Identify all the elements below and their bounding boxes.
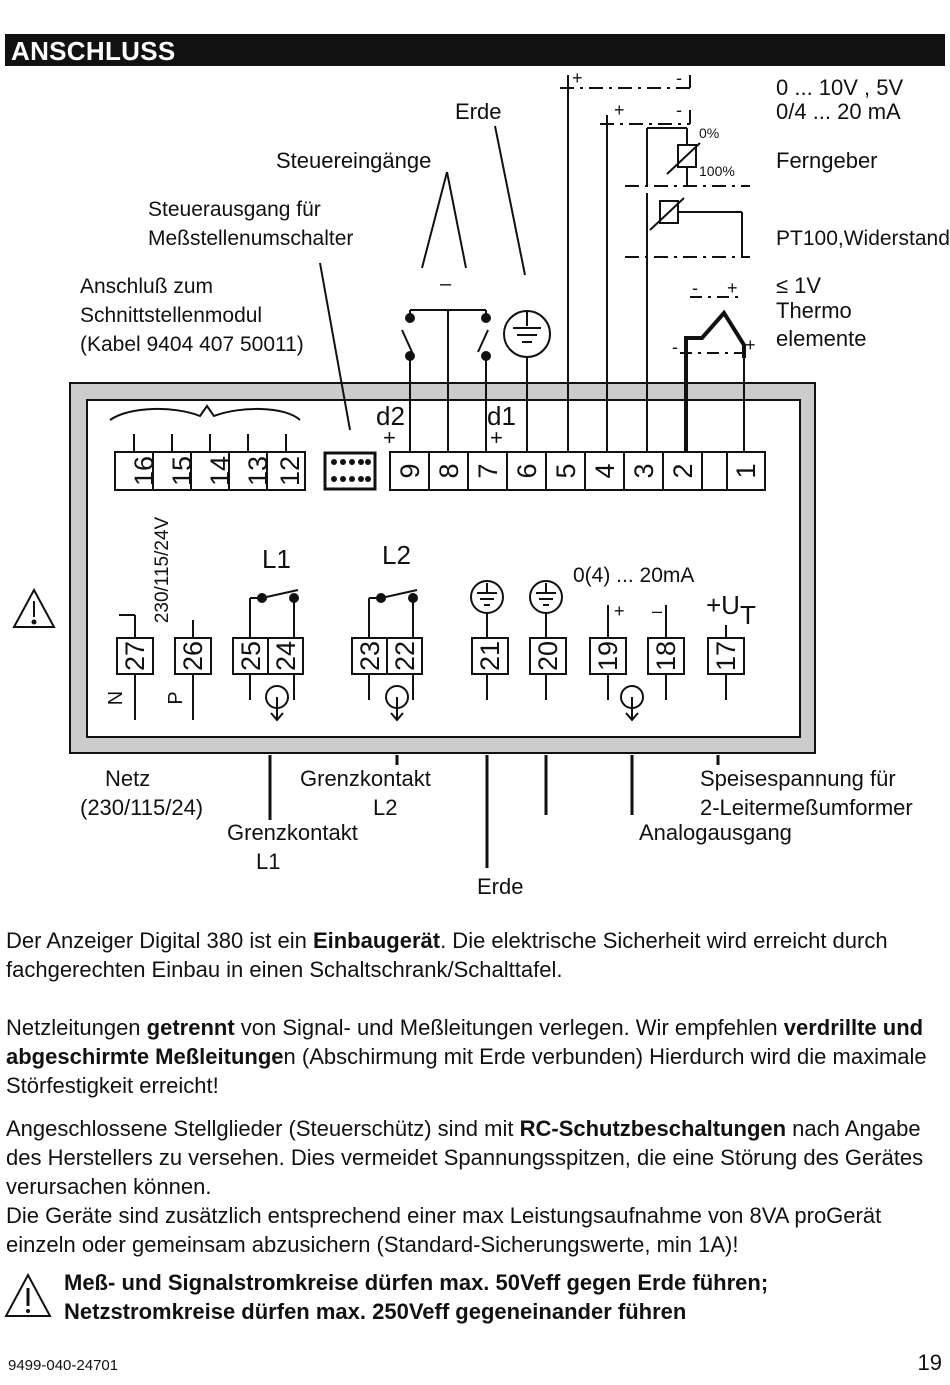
terminal-21: 21 [475, 641, 505, 671]
paragraph-netzleitungen: Netzleitungen getrennt von Signal- und M… [6, 1015, 927, 1098]
label-thermo-3: elemente [776, 326, 867, 351]
terminal-1: 1 [731, 463, 761, 478]
warning-icon [4, 1272, 52, 1317]
connector-pins [331, 459, 371, 482]
svg-text:+: + [490, 425, 503, 450]
label-n: N [105, 691, 127, 705]
terminals-bottom: 27 26 25 24 23 22 21 20 19 18 17 [120, 641, 741, 671]
terminals-top: 16 15 14 13 12 9 8 7 6 5 4 3 2 1 [129, 456, 761, 486]
label-l2: L2 [382, 540, 411, 570]
svg-text:-: - [676, 100, 682, 120]
terminal-14: 14 [205, 456, 235, 486]
terminal-12: 12 [275, 456, 305, 486]
terminal-6: 6 [512, 463, 542, 478]
svg-text:+: + [745, 335, 756, 355]
terminal-2: 2 [668, 463, 698, 478]
warning-line-1: Meß- und Signalstromkreise dürfen max. 5… [64, 1270, 769, 1295]
label-steuerausgang-2: Meßstellenumschalter [148, 227, 353, 250]
label-l1: L1 [262, 544, 291, 574]
label-p: P [165, 691, 187, 704]
warning-line-2: Netzstromkreise dürfen max. 250Veff gege… [64, 1299, 687, 1324]
svg-text:–: – [652, 601, 662, 621]
label-anschluss-2: Schnittstellenmodul [80, 304, 262, 327]
page-number: 19 [917, 1350, 942, 1375]
svg-text:+: + [572, 68, 583, 88]
svg-text:+: + [727, 278, 738, 298]
label-d1: d1 [487, 401, 516, 431]
terminal-20: 20 [533, 641, 563, 671]
svg-text:+: + [614, 100, 625, 120]
terminal-13: 13 [243, 456, 273, 486]
label-anschluss-3: (Kabel 9404 407 50011) [80, 333, 304, 356]
label-current-out: 0(4) ... 20mA [573, 564, 694, 587]
label-grenz-l2-2: L2 [373, 795, 397, 820]
terminal-9: 9 [395, 463, 425, 478]
svg-text:–: – [440, 273, 452, 295]
terminal-block-left [114, 451, 306, 491]
terminal-27: 27 [120, 641, 150, 671]
label-netz-2: (230/115/24) [80, 795, 203, 820]
svg-text:+: + [614, 601, 625, 621]
label-netz-1: Netz [105, 766, 150, 791]
label-steuerausgang-1: Steuerausgang für [148, 198, 321, 221]
paragraph-stellglieder: Angeschlossene Stellglieder (Steuerschüt… [6, 1116, 924, 1199]
label-analog: Analogausgang [639, 820, 792, 845]
label-ferngeber: Ferngeber [776, 148, 878, 173]
terminal-7: 7 [473, 463, 503, 478]
svg-text:-: - [676, 68, 682, 88]
label-grenz-l1-1: Grenzkontakt [227, 820, 358, 845]
brace-interface [109, 404, 301, 421]
terminal-19: 19 [593, 641, 623, 671]
terminal-23: 23 [355, 641, 385, 671]
label-ut: +UT [706, 590, 756, 630]
warning-icon [12, 587, 56, 628]
terminal-26: 26 [178, 641, 208, 671]
terminal-16: 16 [129, 456, 159, 486]
terminal-17: 17 [711, 641, 741, 671]
terminal-18: 18 [651, 641, 681, 671]
wiring-diagram: + - + - – + + + - - + + – Erde Steuerein… [12, 68, 950, 899]
label-grenz-l1-2: L1 [256, 849, 280, 874]
section-title-bar: ANSCHLUSS [5, 34, 945, 66]
terminal-24: 24 [271, 641, 301, 671]
label-voltage: 230/115/24V [152, 516, 173, 623]
terminal-5: 5 [551, 463, 581, 478]
label-range-v: 0 ... 10V , 5V [776, 75, 904, 100]
terminal-4: 4 [590, 463, 620, 478]
svg-text:-: - [692, 278, 698, 298]
svg-text:+: + [383, 425, 396, 450]
terminal-3: 3 [629, 463, 659, 478]
terminal-8: 8 [434, 463, 464, 478]
label-speise-1: Speisespannung für [700, 766, 896, 791]
label-grenz-l2-1: Grenzkontakt [300, 766, 431, 791]
terminal-15: 15 [167, 456, 197, 486]
paragraph-absicherung: Die Geräte sind zusätzlich entsprechend … [6, 1203, 882, 1257]
svg-text:-: - [672, 337, 678, 357]
label-erde-bottom: Erde [477, 874, 523, 899]
label-pt100: PT100,Widerstand [776, 227, 950, 250]
paragraph-einbau: Der Anzeiger Digital 380 ist ein Einbaug… [6, 928, 888, 982]
doc-number: 9499-040-24701 [8, 1357, 119, 1374]
label-steuereingaenge: Steuereingänge [276, 148, 431, 173]
label-range-ma: 0/4 ... 20 mA [776, 99, 901, 124]
label-speise-2: 2-Leitermeßumformer [700, 795, 913, 820]
interface-connector [323, 451, 377, 491]
label-thermo-2: Thermo [776, 298, 852, 323]
terminal-22: 22 [390, 641, 420, 671]
label-thermo-1: ≤ 1V [776, 273, 821, 298]
label-erde-top: Erde [455, 99, 501, 124]
label-pct100: 100% [699, 163, 735, 179]
label-pct0: 0% [699, 125, 719, 141]
terminal-25: 25 [236, 641, 266, 671]
section-title: ANSCHLUSS [11, 36, 176, 66]
label-d2: d2 [376, 401, 405, 431]
label-anschluss-1: Anschluß zum [80, 275, 213, 298]
